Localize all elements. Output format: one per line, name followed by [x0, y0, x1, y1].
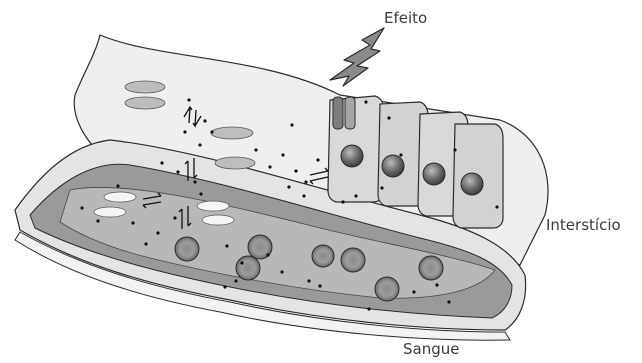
interstitial-cell — [125, 81, 165, 93]
interstitial-cell — [215, 157, 255, 169]
lightning-bolt-icon — [330, 28, 384, 86]
nucleus — [341, 145, 363, 167]
interstitial-cell — [211, 127, 253, 139]
red-blood-cell — [341, 248, 365, 272]
red-blood-cell — [419, 256, 443, 280]
intersticio-label: Interstício — [546, 216, 621, 234]
red-blood-cell — [375, 277, 399, 301]
red-blood-cell — [175, 237, 199, 261]
efeito-label: Efeito — [384, 9, 427, 27]
interstitial-cell — [125, 97, 165, 109]
red-blood-cell — [236, 256, 260, 280]
nucleus — [382, 155, 404, 177]
plasma-element — [94, 207, 126, 217]
plasma-element — [202, 215, 234, 225]
red-blood-cell — [312, 245, 334, 267]
sangue-label: Sangue — [403, 340, 459, 358]
nucleus — [423, 163, 445, 185]
plasma-element — [104, 192, 136, 202]
nucleus — [461, 173, 483, 195]
plasma-element — [197, 201, 229, 211]
